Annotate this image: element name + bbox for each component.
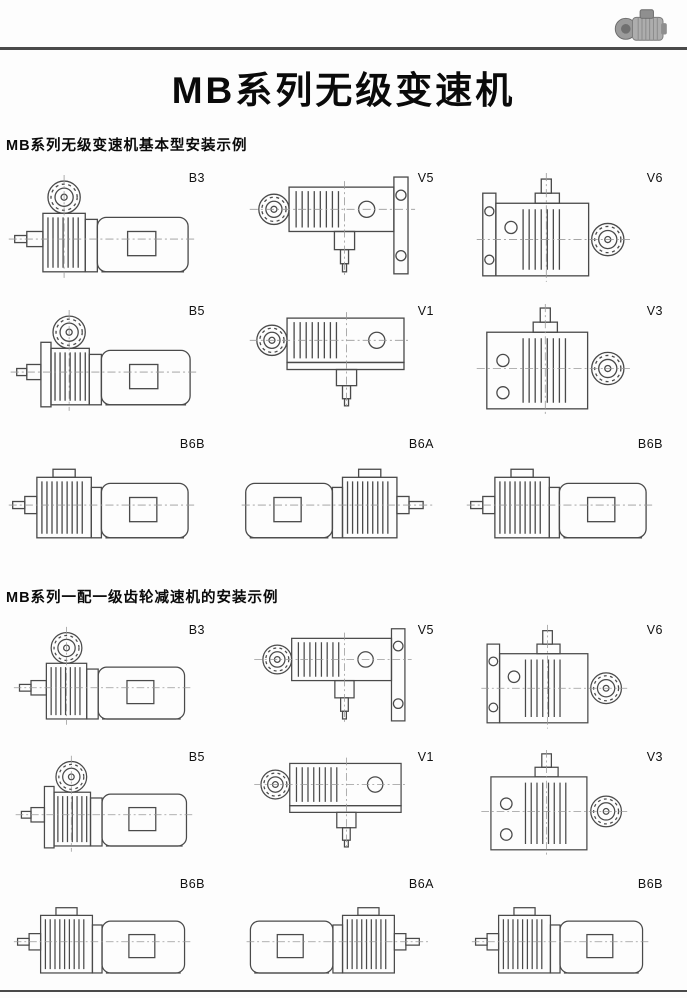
section-gear-reducer-mounting: MB系列一配一级齿轮减速机的安装示例 B3 V5 V6 B5 V1 [0,586,687,998]
v6-mounting-drawing [462,171,683,296]
section-heading-basic: MB系列无级变速机基本型安装示例 [6,138,248,154]
section-basic-mounting: MB系列无级变速机基本型安装示例 B3 V5 V6 B5 V1 [0,134,687,566]
mounting-cell-v5: V5 [229,619,458,746]
v1-mounting-drawing [233,750,454,869]
bottom-rule [0,990,687,992]
b6b-mounting-drawing [4,877,225,996]
b6b-mounting-drawing [462,437,683,562]
mounting-cell-b6a: B6A [229,433,458,566]
b5-mounting-drawing [4,750,225,869]
mounting-cell-b3: B3 [0,167,229,300]
b3-mounting-drawing [4,171,225,296]
mounting-type-label: V6 [646,623,663,637]
v3-mounting-drawing [462,750,683,869]
mounting-type-label: B6A [408,877,434,891]
v3-mounting-drawing [462,304,683,429]
gearmotor-logo-icon [614,9,667,41]
mounting-grid-basic: B3 V5 V6 B5 V1 V3 [0,167,687,566]
v5-mounting-drawing [233,623,454,742]
mounting-type-label: B5 [188,304,205,318]
mounting-type-label: V3 [646,304,663,318]
mounting-type-label: B6B [637,437,663,451]
mounting-type-label: V5 [417,623,434,637]
mounting-cell-b5: B5 [0,746,229,873]
mounting-type-label: V1 [417,304,434,318]
v6-mounting-drawing [462,623,683,742]
mounting-type-label: B6A [408,437,434,451]
mounting-type-label: B6B [637,877,663,891]
mounting-cell-v6: V6 [458,167,687,300]
mounting-cell-b6b-right: B6B [458,873,687,998]
b5-mounting-drawing [4,304,225,429]
mounting-type-label: B3 [188,171,205,185]
mounting-type-label: V6 [646,171,663,185]
mounting-cell-b6a: B6A [229,873,458,998]
mounting-cell-v6: V6 [458,619,687,746]
mounting-type-label: B5 [188,750,205,764]
mounting-type-label: B6B [179,437,205,451]
b6b-mounting-drawing [462,877,683,996]
section-heading-gear-reducer: MB系列一配一级齿轮减速机的安装示例 [6,590,279,606]
b6a-mounting-drawing [233,437,454,562]
mounting-cell-b6b-left: B6B [0,873,229,998]
mounting-cell-v3: V3 [458,746,687,873]
mounting-cell-b3: B3 [0,619,229,746]
v1-mounting-drawing [233,304,454,429]
b6a-mounting-drawing [233,877,454,996]
mounting-type-label: B3 [188,623,205,637]
b6b-mounting-drawing [4,437,225,562]
mounting-type-label: B6B [179,877,205,891]
b3-mounting-drawing [4,623,225,742]
page-header [0,0,687,50]
mounting-cell-v3: V3 [458,300,687,433]
mounting-cell-v1: V1 [229,300,458,433]
v5-mounting-drawing [233,171,454,296]
mounting-cell-v5: V5 [229,167,458,300]
mounting-cell-b6b-right: B6B [458,433,687,566]
mounting-cell-b6b-left: B6B [0,433,229,566]
mounting-grid-gear-reducer: B3 V5 V6 B5 V1 V3 [0,619,687,998]
mounting-type-label: V1 [417,750,434,764]
mounting-cell-v1: V1 [229,746,458,873]
page-title: MB系列无级变速机 [171,70,516,111]
mounting-type-label: V5 [417,171,434,185]
mounting-type-label: V3 [646,750,663,764]
mounting-cell-b5: B5 [0,300,229,433]
